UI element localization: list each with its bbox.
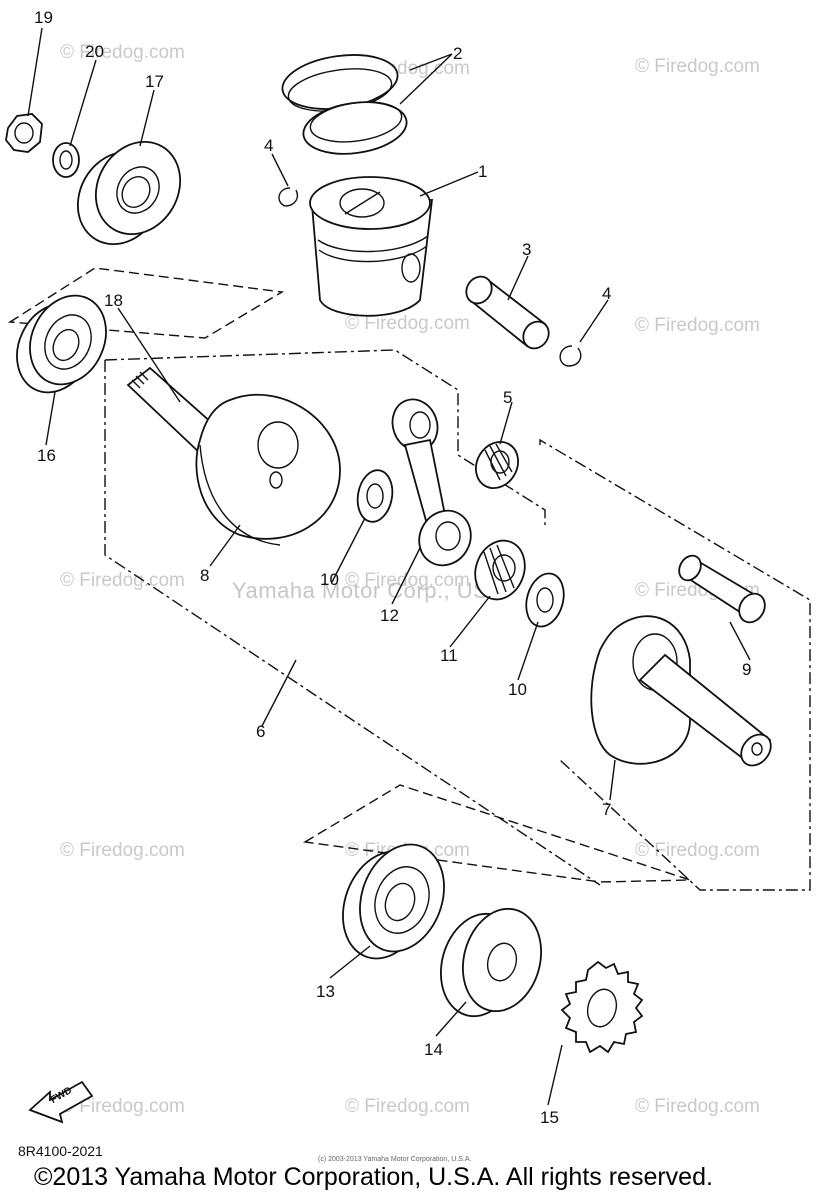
watermark: © Firedog.com [60, 42, 185, 63]
watermark: © Firedog.com [60, 1096, 185, 1117]
crankshaft-assembly-left-box [104, 349, 601, 886]
piston-part-1 [309, 176, 434, 317]
circlip-part-4-upper [278, 187, 299, 207]
callout-15: 15 [540, 1108, 559, 1127]
callout-2: 2 [453, 44, 463, 63]
piston-rings-part-2 [281, 54, 408, 155]
nut-part-19 [5, 113, 43, 153]
needle-bearing-part-11 [474, 539, 526, 601]
diagram-code: 8R4100-2021 [18, 1143, 103, 1159]
lower-dashed-box [302, 784, 691, 883]
thrust-washer-part-10-left [356, 469, 394, 523]
callout-4-lower: 4 [602, 284, 612, 303]
callout-5: 5 [503, 388, 513, 407]
callout-17: 17 [145, 72, 164, 91]
collar-part-14 [440, 907, 542, 1018]
callout-10-right: 10 [508, 680, 527, 699]
copyright-notice: ©2013 Yamaha Motor Corporation, U.S.A. A… [34, 1163, 713, 1191]
watermark: © Firedog.com [635, 315, 760, 336]
callout-3: 3 [522, 240, 532, 259]
upper-left-dashed-box [7, 267, 285, 339]
needle-bearing-part-5 [475, 441, 519, 489]
callout-4-upper: 4 [264, 136, 274, 155]
watermark: © Firedog.com [635, 56, 760, 77]
callout-8: 8 [200, 566, 210, 585]
gear-part-15 [560, 960, 644, 1054]
seal-part-17 [76, 140, 182, 246]
watermark: © Firedog.com [345, 570, 470, 591]
crankshaft-right-part-7 [590, 615, 772, 767]
callout-1: 1 [478, 162, 488, 181]
callout-9: 9 [742, 660, 752, 679]
callout-11: 11 [440, 646, 458, 665]
watermark: © Firedog.com [60, 840, 185, 861]
washer-part-20 [52, 142, 80, 178]
bearing-part-16 [16, 294, 107, 394]
crankshaft-assembly-right-box [539, 438, 811, 891]
watermark: © Firedog.com [345, 1096, 470, 1117]
callout-14: 14 [424, 1040, 443, 1059]
connecting-rod-part-12 [391, 398, 472, 567]
callout-10-left: 10 [320, 570, 339, 589]
watermark-yamaha: Yamaha Motor Corp., USA [232, 578, 504, 603]
callout-7: 7 [602, 800, 612, 819]
circlip-part-4-lower [559, 345, 582, 367]
callout-13: 13 [316, 982, 335, 1001]
crank-pin-part-9 [678, 554, 766, 624]
watermark: © Firedog.com [635, 840, 760, 861]
small-copyright: (c) 2003-2013 Yamaha Motor Corporation, … [318, 1156, 472, 1163]
watermark: © Firedog.com [345, 313, 470, 334]
crankshaft-left-part-8 [126, 366, 341, 546]
callout-18: 18 [104, 291, 123, 310]
thrust-washer-part-10-right [525, 572, 565, 628]
callout-19: 19 [34, 8, 53, 27]
bearing-part-13 [342, 843, 445, 960]
callout-6: 6 [256, 722, 266, 741]
watermark: © Firedog.com [60, 570, 185, 591]
callout-16: 16 [37, 446, 56, 465]
callout-12: 12 [380, 606, 399, 625]
callout-20: 20 [85, 42, 104, 61]
piston-pin-part-3 [465, 275, 550, 350]
watermark: © Firedog.com [635, 1096, 760, 1117]
fwd-arrow-icon [28, 1080, 94, 1124]
